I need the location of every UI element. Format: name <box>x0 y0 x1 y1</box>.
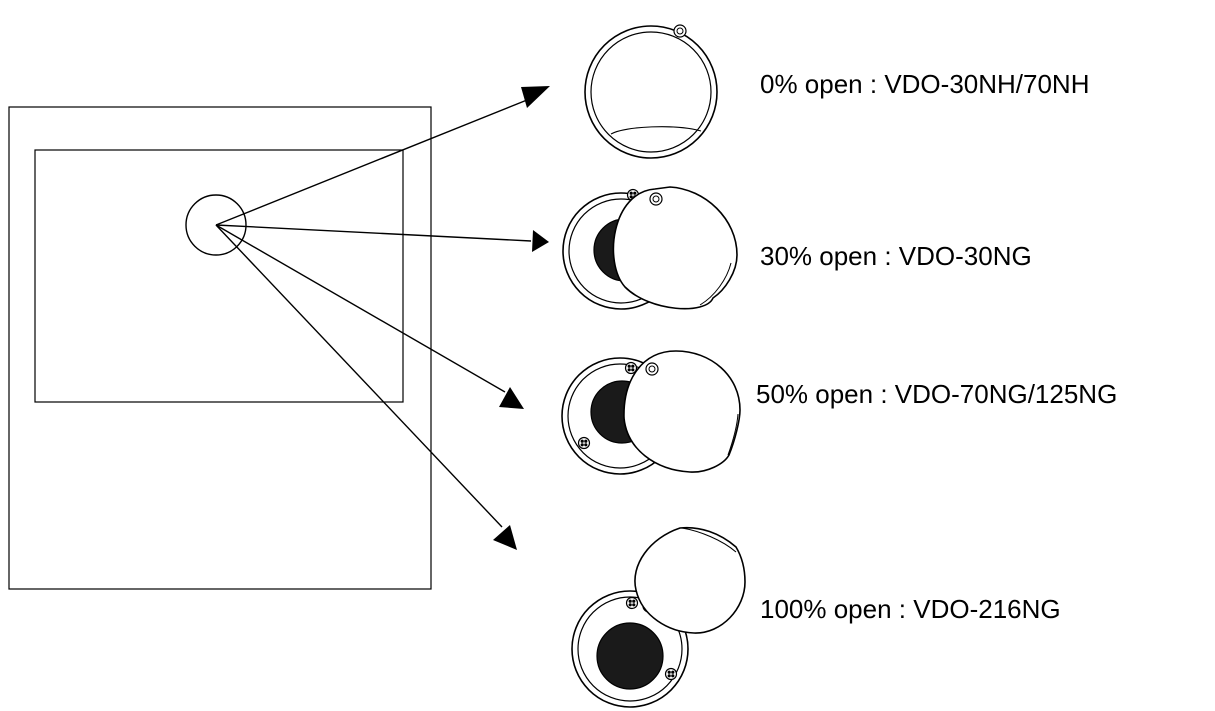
vent-30-percent <box>562 186 738 310</box>
arrow-to-0-percent <box>215 86 550 226</box>
panel-inner-frame <box>34 149 404 403</box>
wall-panel <box>8 106 432 590</box>
label-50-percent-open: 50% open : VDO-70NG/125NG <box>756 379 1118 409</box>
vent-100-percent <box>571 526 746 708</box>
arrow-to-50-percent <box>215 224 524 409</box>
panel-outer-frame <box>8 106 432 590</box>
label-30-percent-open: 30% open : VDO-30NG <box>760 241 1032 271</box>
label-100-percent-open: 100% open : VDO-216NG <box>760 594 1061 624</box>
arrow-to-100-percent <box>215 224 517 550</box>
arrow-to-30-percent <box>215 224 549 252</box>
vent-50-percent <box>561 350 741 475</box>
vent-0-percent <box>584 24 718 159</box>
arrows <box>215 86 550 550</box>
label-0-percent-open: 0% open : VDO-30NH/70NH <box>760 69 1090 99</box>
